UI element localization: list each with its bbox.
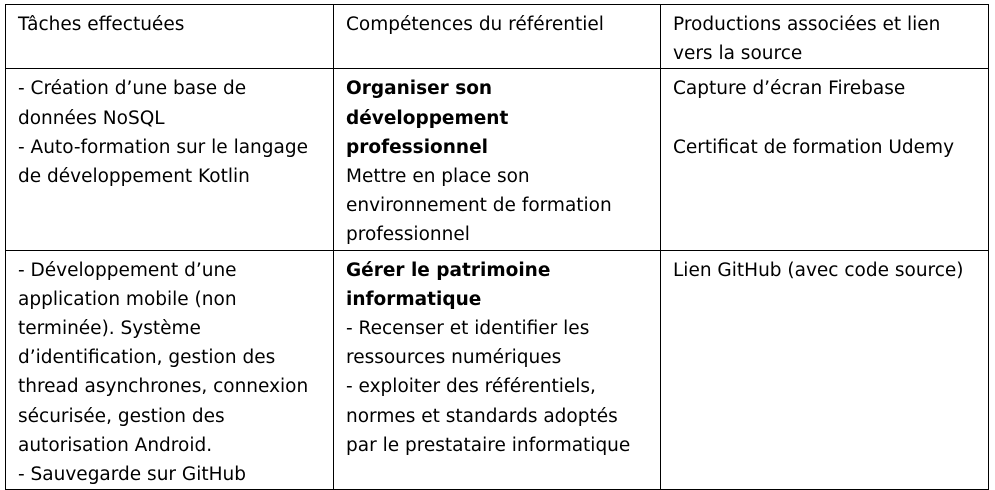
production-item: Certificat de formation Udemy bbox=[673, 136, 955, 158]
production-item: Capture d’écran Firebase bbox=[673, 78, 906, 100]
tache-item: - Sauvegarde sur GitHub bbox=[18, 464, 247, 486]
production-item: Lien GitHub (avec code source) bbox=[673, 259, 964, 281]
competence-item: - exploiter des référentiels,normes et s… bbox=[346, 376, 631, 456]
cell-productions: Lien GitHub (avec code source) bbox=[660, 249, 989, 490]
header-competences: Compétences du référentiel bbox=[333, 3, 661, 70]
competences-table: Tâches effectuées Compétences du référen… bbox=[5, 3, 989, 490]
spacer bbox=[673, 104, 976, 133]
header-taches: Tâches effectuées bbox=[5, 3, 334, 70]
header-productions: Productions associées et lien vers la so… bbox=[660, 3, 989, 70]
cell-productions: Capture d’écran Firebase Certificat de f… bbox=[660, 68, 989, 251]
header-row: Tâches effectuées Compétences du référen… bbox=[5, 3, 989, 70]
